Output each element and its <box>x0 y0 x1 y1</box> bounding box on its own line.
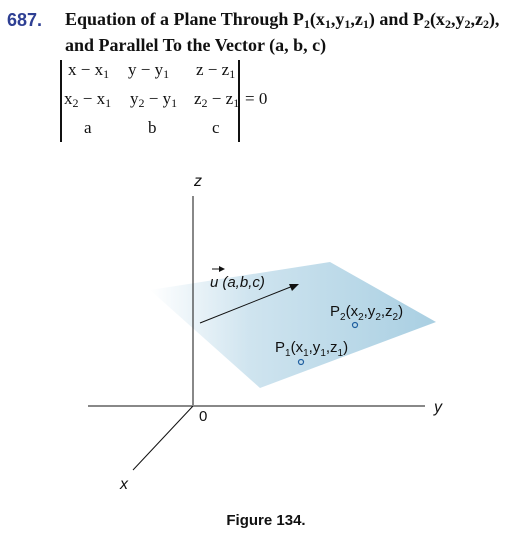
comma: ,y <box>330 9 345 29</box>
determinant: x − x1 y − y1 z − z1 x2 − x1 y2 − y1 z2 … <box>60 58 245 144</box>
x-axis-label: x <box>119 476 129 493</box>
det-r1c3: z − z1 <box>196 60 236 81</box>
z-axis-label: z <box>193 173 202 190</box>
formula-title-line-2: and Parallel To the Vector (a, b, c) <box>65 35 327 55</box>
p1-args: (x <box>309 9 325 29</box>
title-prefix: Equation of a Plane Through P <box>65 9 304 29</box>
vector-u-arrowhead <box>289 284 299 291</box>
comma: ,z <box>350 9 363 29</box>
vector-u-line <box>199 285 294 324</box>
det-r3c2: b <box>148 118 157 137</box>
sub-1: 1 <box>344 17 351 31</box>
det-r1c1: x − x1 <box>68 60 110 81</box>
sub-2: 2 <box>482 17 489 31</box>
determinant-left-bar <box>60 60 62 142</box>
vector-arrow-over-u-head <box>219 266 225 272</box>
x-axis <box>132 405 194 471</box>
sub-2: 2 <box>464 17 471 31</box>
comma: ,z <box>470 9 483 29</box>
det-r3c1: a <box>84 118 92 137</box>
title-and: and P <box>374 9 424 29</box>
p2-args: (x <box>429 9 445 29</box>
close-paren: ), <box>488 9 500 29</box>
sub-2: 2 <box>423 17 430 31</box>
det-r1c2: y − y1 <box>128 60 170 81</box>
figure-caption: Figure 134. <box>226 512 306 529</box>
comma: ,y <box>450 9 465 29</box>
det-r2c3: z2 − z1 <box>194 89 240 110</box>
plane <box>150 262 436 388</box>
origin-label: 0 <box>199 408 207 425</box>
vector-u-label: u(a,b,c) <box>210 274 265 291</box>
sub-1: 1 <box>324 17 331 31</box>
close-paren: ) <box>368 9 375 29</box>
point-p1-marker <box>297 358 305 366</box>
formula-number: 687. <box>7 10 43 30</box>
point-p2-label: P2(x2,y2,z2) <box>330 303 403 323</box>
det-r2c2: y2 − y1 <box>130 89 178 110</box>
sub-2: 2 <box>444 17 451 31</box>
determinant-equals-zero: = 0 <box>245 89 268 108</box>
point-p1-label: P1(x1,y1,z1) <box>275 339 348 359</box>
sub-1: 1 <box>362 17 369 31</box>
determinant-right-bar <box>238 60 240 142</box>
y-axis-label: y <box>433 399 443 416</box>
point-p2-marker <box>351 321 359 329</box>
formula-title-line-1: Equation of a Plane Through P1(x1,y1,z1)… <box>65 9 499 30</box>
det-r2c1: x2 − x1 <box>64 89 112 110</box>
det-r3c3: c <box>212 118 220 137</box>
sub-1: 1 <box>303 17 310 31</box>
